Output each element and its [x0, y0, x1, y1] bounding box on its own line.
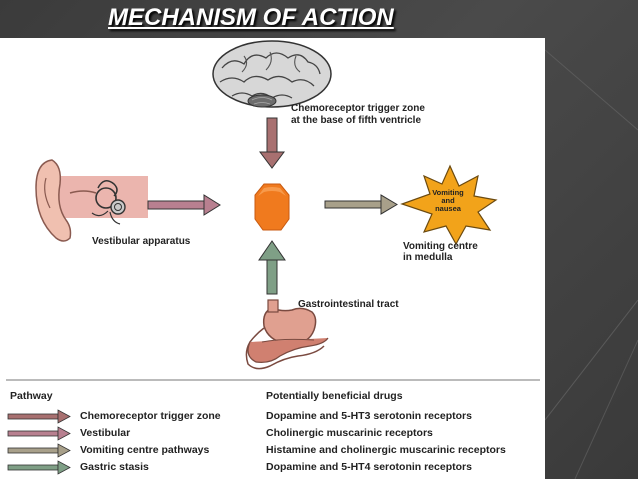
legend-drugs-header: Potentially beneficial drugs — [266, 390, 403, 402]
legend-pathway-vestibular: Vestibular — [80, 427, 131, 439]
star-text-line3: nausea — [435, 204, 461, 213]
star-text-line1: Vomiting — [432, 188, 464, 197]
legend-pathway-ctz: Chemoreceptor trigger zone — [80, 410, 221, 422]
ear-icon — [35, 159, 148, 242]
legend-gastric-arrow-icon — [7, 460, 71, 475]
legend-pathway-header: Pathway — [10, 390, 53, 402]
diagram-panel: Chemoreceptor trigger zone at the base o… — [0, 38, 545, 479]
gi-tract-label: Gastrointestinal tract — [298, 299, 399, 310]
ctz-label-line2: at the base of fifth ventricle — [291, 115, 422, 126]
slide-title: MECHANISM OF ACTION — [108, 4, 394, 31]
vestibular-pathway-arrow — [147, 194, 221, 216]
background-decoration — [545, 49, 638, 479]
legend-pathway-vomiting: Vomiting centre pathways — [80, 444, 210, 456]
gastric-pathway-arrow — [258, 240, 286, 295]
stomach-icon — [245, 299, 329, 370]
legend-drugs-gastric: Dopamine and 5-HT4 serotonin receptors — [266, 461, 472, 473]
legend-vestibular-arrow-icon — [7, 426, 71, 441]
legend-vomiting-arrow-icon — [7, 443, 71, 458]
chemoreceptor-trigger-zone-icon — [254, 183, 290, 231]
legend-drugs-vestibular: Cholinergic muscarinic receptors — [266, 427, 433, 439]
ctz-label-line1: Chemoreceptor trigger zone — [291, 103, 425, 114]
star-text-line2: and — [441, 196, 455, 205]
vomiting-nausea-star-icon — [400, 164, 498, 246]
vomiting-centre-pathway-arrow — [324, 194, 398, 215]
vomiting-centre-label-line2: in medulla — [403, 252, 453, 263]
brain-icon — [212, 40, 332, 108]
legend-drugs-vomiting: Histamine and cholinergic muscarinic rec… — [266, 444, 506, 456]
legend-ctz-arrow-icon — [7, 409, 71, 424]
legend-pathway-gastric: Gastric stasis — [80, 461, 149, 473]
vestibular-label: Vestibular apparatus — [92, 236, 191, 247]
legend-drugs-ctz: Dopamine and 5-HT3 serotonin receptors — [266, 410, 472, 422]
ctz-pathway-arrow — [259, 117, 285, 169]
diagram-graphics — [6, 40, 540, 475]
vomiting-centre-label-line1: Vomiting centre — [403, 241, 478, 252]
